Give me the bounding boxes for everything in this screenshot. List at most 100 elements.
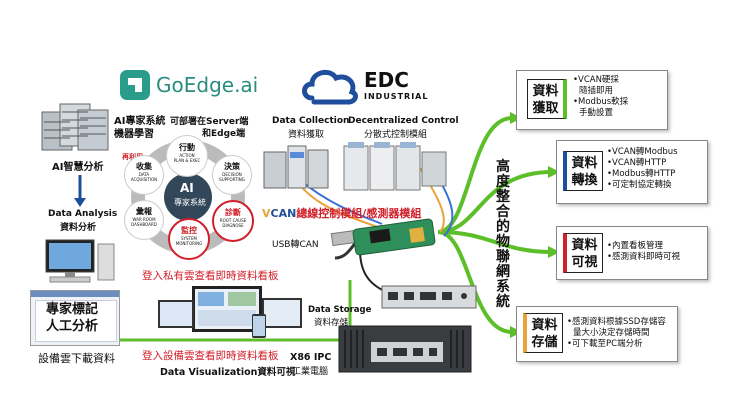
segment-action-en2: PLAN & EXEC bbox=[173, 158, 201, 163]
iot-char-6: 聯 bbox=[496, 249, 510, 265]
iot-char-1: 度 bbox=[496, 174, 510, 190]
data-collection-en: Data Collection bbox=[272, 116, 350, 126]
card-conversion-title-2: 轉換 bbox=[571, 173, 598, 188]
data-collection-hardware bbox=[262, 142, 332, 194]
iot-char-4: 的 bbox=[496, 219, 510, 235]
segment-monitoring-en2: MONITORING bbox=[175, 241, 203, 246]
card-data-storage: 資料 存儲 •感測資料根據SSD存儲容 量大小決定存儲時間 •可下載至PC端分析 bbox=[516, 306, 678, 362]
acq-item-2: 隨插即用 bbox=[579, 86, 614, 96]
viz-label-row: Data Visualization資料可視 bbox=[160, 364, 295, 378]
segment-acquisition-en2: ACQUISITION bbox=[130, 177, 158, 182]
vcan-v: V bbox=[262, 207, 271, 220]
vcan-module-text: 總線控制模組/感測器模組 bbox=[296, 207, 422, 220]
segment-dashboard-en2: DASHBOARD bbox=[131, 222, 157, 227]
decentralized-control-hardware bbox=[340, 138, 450, 194]
segment-dashboard-zh: 彙報 bbox=[136, 207, 152, 216]
card-conversion-title-1: 資料 bbox=[571, 156, 598, 171]
cloud-download-label: 設備雲下載資料 bbox=[38, 352, 115, 365]
manual-analysis-label: 人工分析 bbox=[46, 319, 99, 334]
storage-item-2: 量大小決定存儲時間 bbox=[573, 328, 650, 338]
edc-logo-text: EDC bbox=[364, 68, 409, 92]
iot-char-9: 統 bbox=[496, 294, 510, 310]
storage-item-1: •感測資料根據SSD存儲容 bbox=[567, 317, 666, 327]
private-cloud-label: 登入私有雲查看即時資料看板 bbox=[142, 270, 279, 282]
segment-acquisition-zh: 收集 bbox=[136, 162, 152, 171]
segment-action-en1: ACTION bbox=[179, 153, 195, 158]
usb-can-label: USB轉CAN bbox=[272, 240, 319, 250]
card-visualization-title-2: 可視 bbox=[571, 255, 598, 270]
dashboard-devices-image bbox=[152, 284, 312, 344]
ipc-large-image bbox=[335, 320, 475, 375]
segment-dashboard-en1: WAR ROOM bbox=[132, 217, 156, 222]
data-analysis-zh: 資料分析 bbox=[60, 223, 97, 233]
card-acquisition-title-1: 資料 bbox=[532, 84, 559, 99]
viz-item-1: •內置看板管理 bbox=[607, 241, 664, 251]
data-collection-zh: 資料獲取 bbox=[288, 130, 325, 140]
conv-item-2: •VCAN轉HTTP bbox=[607, 158, 667, 168]
device-cloud-label: 登入設備雲查看即時資料看板 bbox=[142, 350, 279, 362]
viz-label-zh: 資料可視 bbox=[257, 367, 296, 378]
acq-item-3: •Modbus軟採 bbox=[573, 97, 629, 107]
edc-cloud-logo-icon bbox=[300, 64, 360, 106]
segment-decision-zh: 決策 bbox=[224, 162, 240, 171]
expert-marking-label: 專家標記 bbox=[46, 302, 99, 317]
data-storage-zh: 資料存儲 bbox=[314, 318, 349, 328]
segment-diagnose-en2: DIAGNOSE bbox=[222, 223, 244, 228]
card-data-visualization: 資料 可視 •內置看板管理 •感測資料即時可視 bbox=[556, 226, 708, 280]
card-acquisition-title-2: 獲取 bbox=[532, 101, 559, 116]
segment-monitoring-en1: SYSTEM bbox=[181, 236, 197, 241]
ipc-zh-label: 工業電腦 bbox=[292, 367, 329, 377]
iot-char-7: 網 bbox=[496, 264, 510, 280]
workstation-image bbox=[38, 238, 118, 284]
conv-item-1: •VCAN轉Modbus bbox=[607, 147, 678, 157]
iot-char-5: 物 bbox=[496, 234, 510, 250]
ai-analysis-label: AI智慧分析 bbox=[52, 162, 104, 173]
ipc-small-image bbox=[380, 282, 480, 312]
edc-industrial-text: INDUSTRIAL bbox=[364, 92, 429, 101]
data-analysis-en: Data Analysis bbox=[48, 209, 118, 219]
goedge-logo-text: GoEdge.ai bbox=[156, 73, 259, 97]
expert-marking-screen bbox=[30, 290, 120, 346]
conv-item-4: •可定制協定轉換 bbox=[607, 180, 672, 190]
vcan-module-label: VCAN總線控制模組/感測器模組 bbox=[262, 205, 421, 221]
iot-char-3: 合 bbox=[496, 204, 510, 220]
card-data-acquisition: 資料 獲取 •VCAN硬採 隨插即用 •Modbus軟採 手動設置 bbox=[516, 70, 668, 130]
segment-diagnose: 診斷 ROOT CAUSE DIAGNOSE bbox=[212, 200, 254, 242]
conv-item-3: •Modbus轉HTTP bbox=[607, 169, 676, 179]
iot-char-8: 系 bbox=[496, 279, 510, 295]
segment-acquisition: 收集 DATA ACQUISITION bbox=[124, 155, 164, 195]
ai-center-zh: 專家系統 bbox=[174, 198, 206, 207]
deploy-label-1: 可部署在Server端 bbox=[170, 117, 249, 127]
ai-expert-label: AI專家系統 bbox=[114, 116, 166, 127]
ipc-en-label: X86 IPC bbox=[290, 352, 332, 363]
decentralized-control-zh: 分散式控制模組 bbox=[364, 130, 428, 140]
usb-can-dongle-image bbox=[330, 218, 440, 258]
segment-diagnose-en1: ROOT CAUSE bbox=[219, 218, 247, 223]
server-rack-image bbox=[40, 100, 110, 155]
viz-label-en: Data Visualization bbox=[160, 367, 258, 378]
acq-item-1: •VCAN硬採 bbox=[573, 75, 619, 85]
decentralized-control-en: Decentralized Control bbox=[348, 116, 459, 126]
segment-action: 行動 ACTION PLAN & EXEC bbox=[166, 135, 208, 177]
card-storage-title-1: 資料 bbox=[531, 318, 558, 333]
goedge-logo-icon bbox=[118, 68, 152, 102]
segment-decision-en2: SUPPORTING bbox=[219, 177, 245, 182]
iot-system-title: 高 度 整 合 的 物 聯 網 系 統 bbox=[496, 160, 516, 310]
card-visualization-title-1: 資料 bbox=[571, 238, 598, 253]
segment-monitoring: 監控 SYSTEM MONITORING bbox=[168, 218, 210, 260]
card-data-conversion: 資料 轉換 •VCAN轉Modbus •VCAN轉HTTP •Modbus轉HT… bbox=[556, 140, 708, 204]
acq-item-4: 手動設置 bbox=[579, 108, 614, 118]
iot-char-0: 高 bbox=[496, 159, 510, 175]
card-storage-title-2: 存儲 bbox=[531, 335, 558, 350]
data-storage-en: Data Storage bbox=[308, 305, 372, 315]
segment-monitoring-zh: 監控 bbox=[181, 226, 197, 235]
segment-action-zh: 行動 bbox=[179, 143, 195, 152]
ai-center-en: AI bbox=[180, 181, 194, 195]
segment-decision: 決策 DECISION SUPPORTING bbox=[212, 155, 252, 195]
storage-item-3: •可下載至PC端分析 bbox=[567, 339, 643, 349]
machine-learning-label: 機器學習 bbox=[114, 129, 154, 140]
segment-dashboard: 彙報 WAR ROOM DASHBOARD bbox=[124, 200, 164, 240]
vcan-can: CAN bbox=[270, 207, 297, 220]
iot-char-2: 整 bbox=[496, 189, 510, 205]
